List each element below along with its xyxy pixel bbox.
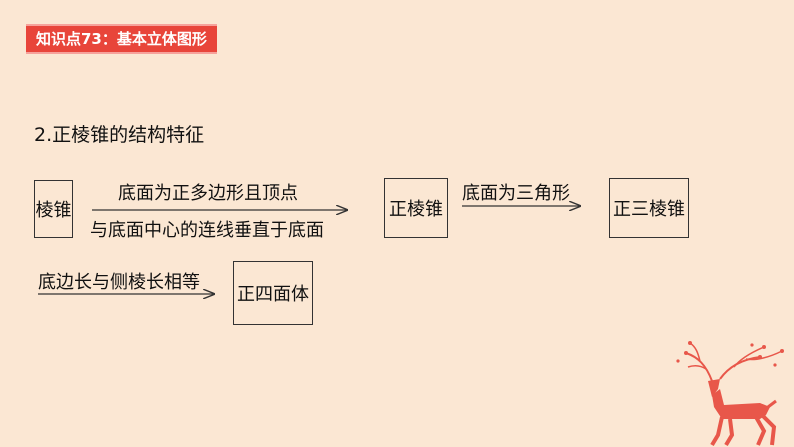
section-heading: 2.正棱锥的结构特征: [34, 124, 205, 146]
arrow3-label-top: 底边长与侧棱长相等: [38, 272, 200, 293]
node-regular-tetrahedron: 正四面体: [233, 261, 313, 325]
topic-badge: 知识点73：基本立体图形: [26, 24, 217, 54]
arrow1-label-top: 底面为正多边形且顶点: [118, 183, 298, 204]
node-regular-pyramid: 正棱锥: [384, 178, 448, 238]
arrow1-label-bottom: 与底面中心的连线垂直于底面: [90, 220, 324, 241]
node-regular-triangular-pyramid: 正三棱锥: [609, 178, 689, 238]
node-pyramid: 棱锥: [34, 180, 73, 238]
deer-icon: [676, 341, 784, 447]
arrow2-label-top: 底面为三角形: [462, 183, 570, 204]
